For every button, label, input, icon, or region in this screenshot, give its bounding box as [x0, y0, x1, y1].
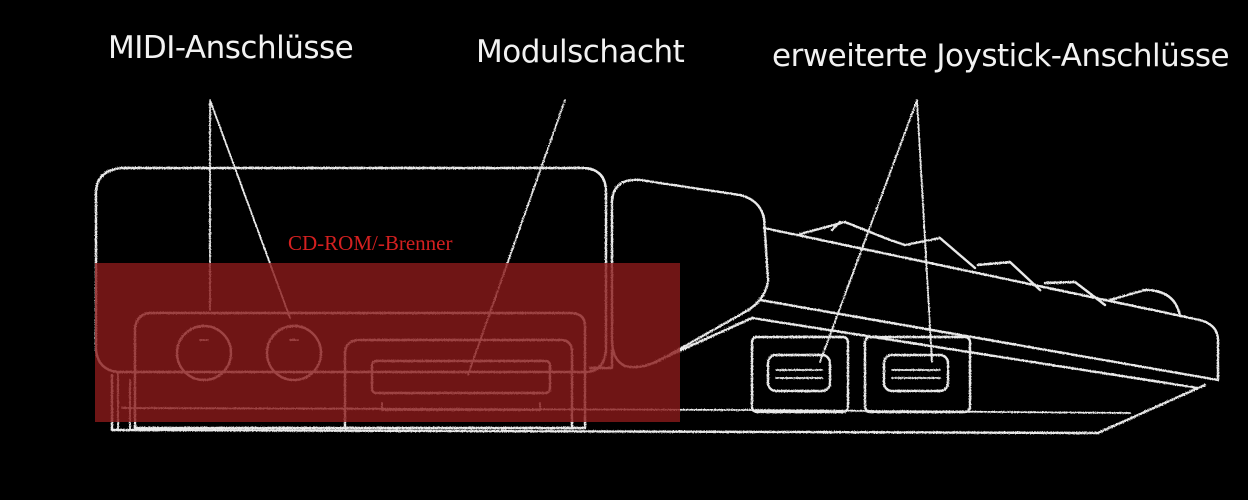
midi-label: MIDI-Anschlüsse	[108, 30, 354, 66]
cdrom-highlight-area	[95, 263, 680, 422]
joystick-port-1-frame	[750, 335, 850, 414]
keyboard-keys	[798, 220, 1182, 318]
joystick-label: erweiterte Joystick-Anschlüsse	[772, 38, 1230, 74]
cdrom-label: CD-ROM/-Brenner	[288, 231, 453, 255]
module-slot-label: Modulschacht	[476, 34, 685, 70]
joystick-port-1	[766, 353, 832, 393]
joystick-port-2-frame	[863, 335, 972, 414]
keyboard-case-outline	[758, 226, 1220, 382]
joystick-leader-lines	[819, 99, 933, 363]
joystick-port-2	[882, 353, 950, 393]
